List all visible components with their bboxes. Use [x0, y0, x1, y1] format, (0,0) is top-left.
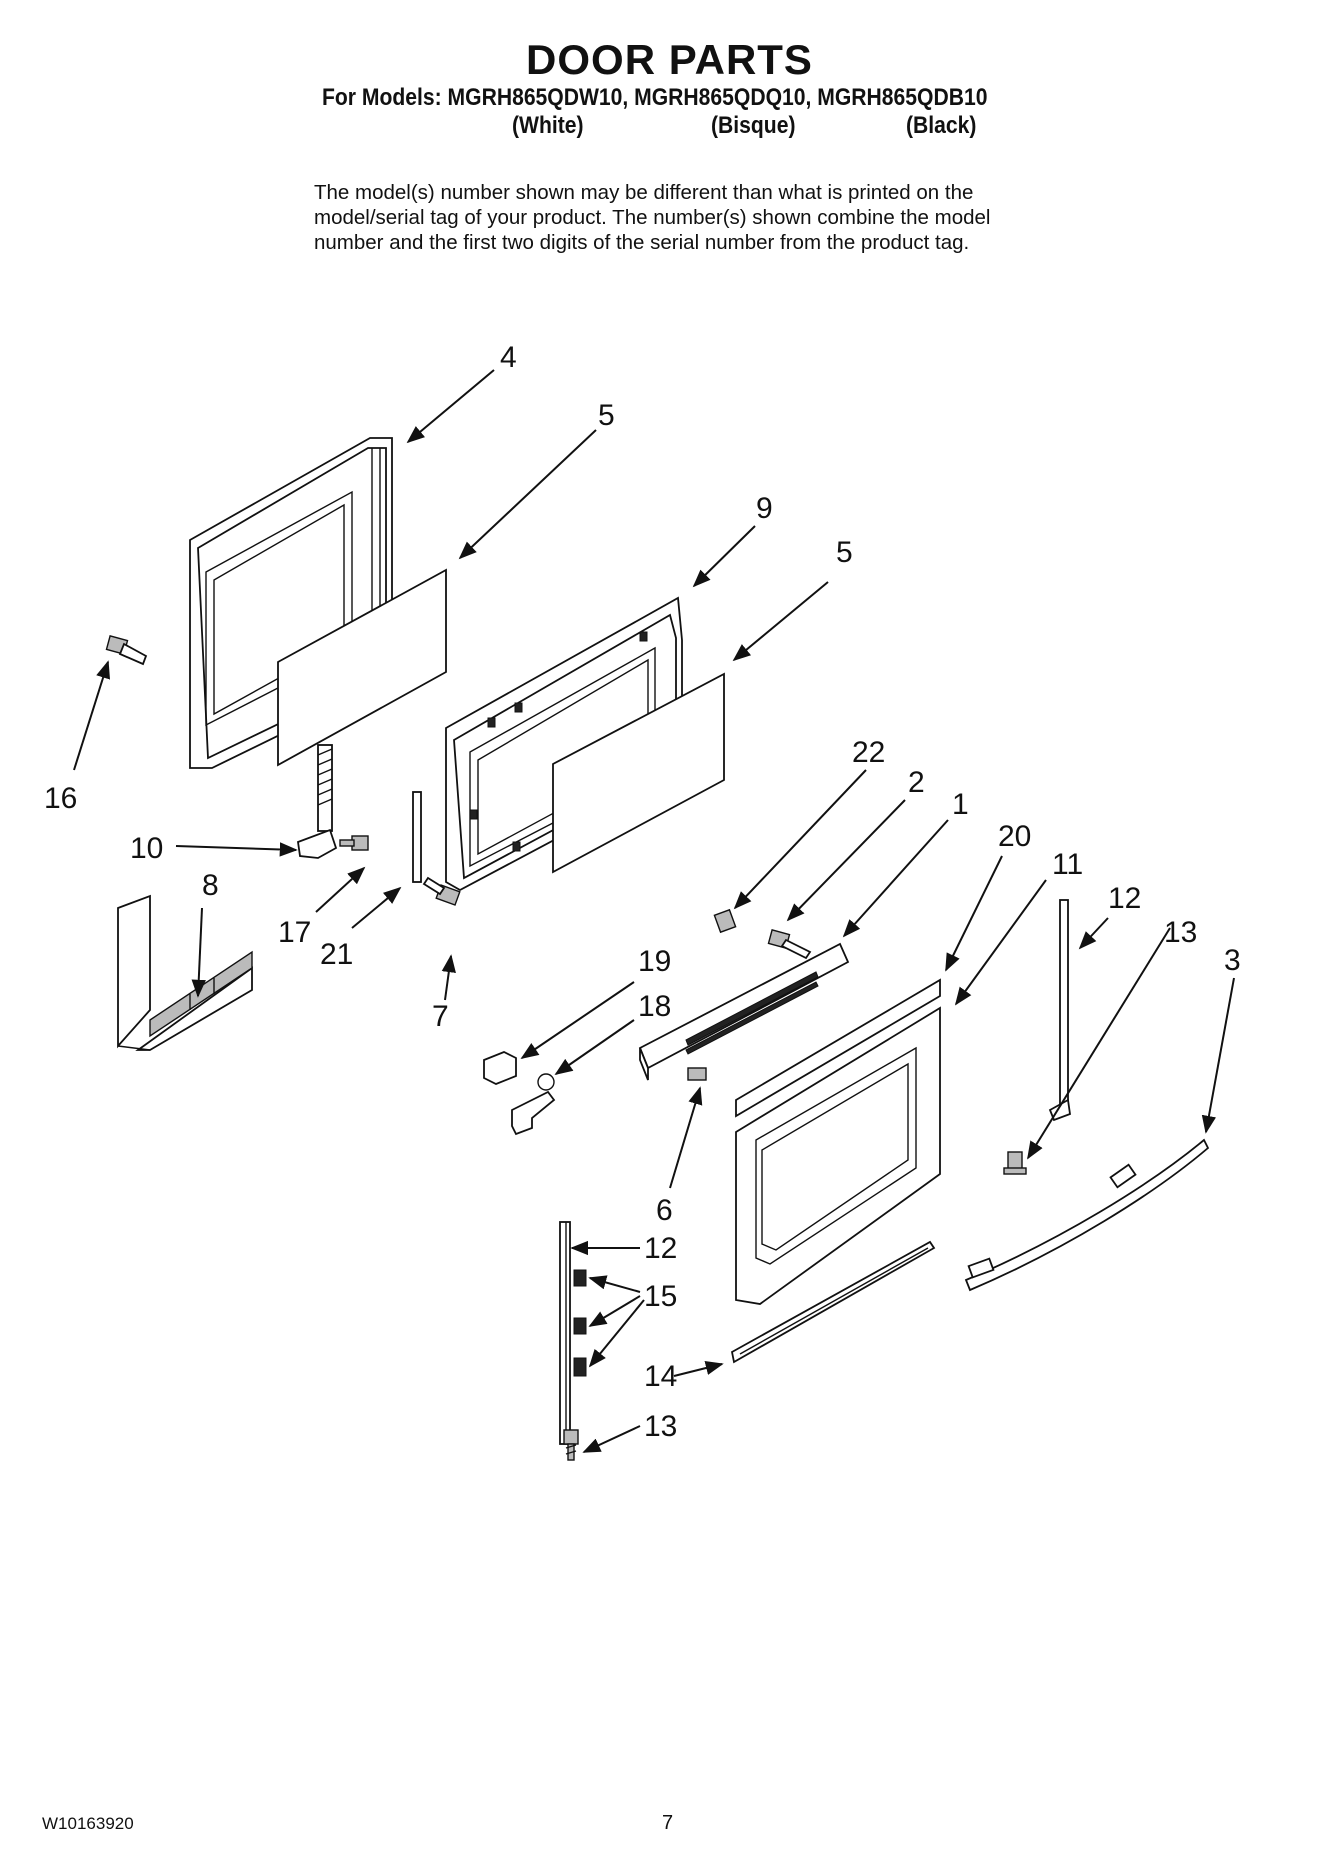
callout-20: 20	[998, 820, 1031, 853]
note-line: number and the first two digits of the s…	[314, 231, 970, 254]
vent-channel	[638, 942, 850, 1081]
door-handle	[964, 1138, 1210, 1292]
callout-17: 17	[278, 916, 311, 949]
color-black: (Black)	[906, 112, 977, 139]
door-trim-strip	[735, 978, 941, 1118]
callout-21: 21	[320, 938, 353, 971]
callout-13: 13	[644, 1410, 677, 1443]
page-title: DOOR PARTS	[526, 36, 813, 83]
side-trim-21	[412, 791, 422, 883]
end-cap-left	[559, 1221, 587, 1445]
callout-3: 3	[1224, 944, 1241, 977]
clip-6	[687, 1067, 707, 1081]
callout-1: 1	[952, 788, 969, 821]
callout-5: 5	[836, 536, 853, 569]
bracket-18	[511, 1073, 556, 1136]
note-line: model/serial tag of your product. The nu…	[314, 206, 991, 229]
callout-22: 22	[852, 736, 885, 769]
callout-12: 12	[644, 1232, 677, 1265]
callout-4: 4	[500, 341, 517, 374]
callout-5: 5	[598, 399, 615, 432]
screw-2	[767, 929, 812, 960]
callout-15: 15	[644, 1280, 677, 1313]
callout-18: 18	[638, 990, 671, 1023]
callout-8: 8	[202, 869, 219, 902]
note-line: The model(s) number shown may be differe…	[314, 181, 974, 204]
callout-12: 12	[1108, 882, 1141, 915]
models-line: For Models: MGRH865QDW10, MGRH865QDQ10, …	[322, 84, 988, 111]
document-number: W10163920	[42, 1814, 134, 1833]
callout-6: 6	[656, 1194, 673, 1227]
callout-2: 2	[908, 766, 925, 799]
door-glass-lower	[552, 672, 725, 874]
callout-10: 10	[130, 832, 163, 865]
screw-13-right	[1003, 1151, 1027, 1175]
nut-22	[713, 908, 737, 934]
callout-11: 11	[1052, 848, 1083, 881]
screw-13-left	[563, 1429, 579, 1461]
callout-14: 14	[644, 1360, 677, 1393]
door-gasket	[117, 894, 253, 1051]
callout-16: 16	[44, 782, 77, 815]
page-number: 7	[662, 1812, 674, 1834]
color-white: (White)	[512, 112, 584, 139]
callout-7: 7	[432, 1000, 449, 1033]
door-hinge	[297, 744, 369, 859]
leader-lines	[73, 369, 1235, 1453]
screw-7	[422, 876, 461, 906]
callout-19: 19	[638, 945, 671, 978]
callout-9: 9	[756, 492, 773, 525]
door-glass-upper	[277, 568, 447, 767]
screw-16	[105, 635, 148, 666]
model-note: The model(s) number shown may be differe…	[314, 180, 1134, 255]
callout-numbers: 4 5 9 5 16 22 2 1 20 11 12 13 3 10 8 17 …	[44, 341, 1241, 1443]
bottom-vent	[730, 1240, 936, 1364]
callout-13: 13	[1164, 916, 1197, 949]
end-cap-right	[1048, 899, 1071, 1122]
block-19	[483, 1051, 517, 1085]
color-bisque: (Bisque)	[711, 112, 796, 139]
outer-door-panel	[735, 1006, 941, 1305]
